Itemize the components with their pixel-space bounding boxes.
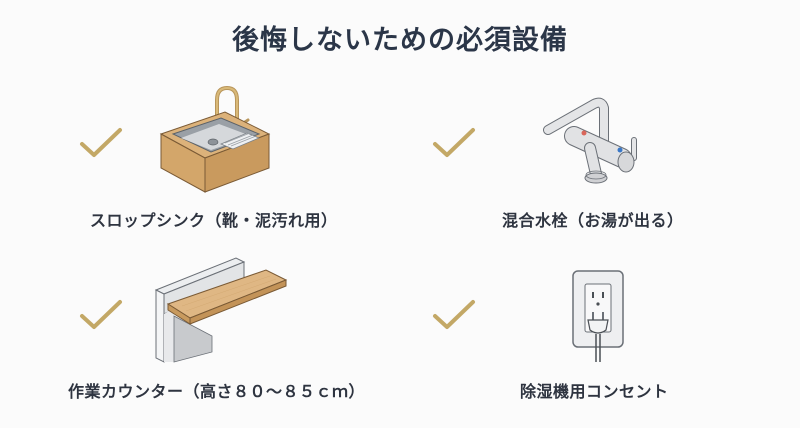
work-counter-icon xyxy=(154,257,288,363)
checkmark-icon xyxy=(433,128,475,157)
power-outlet-icon xyxy=(572,270,624,362)
checkmark-icon xyxy=(80,300,122,329)
mixer-faucet-icon xyxy=(543,97,637,184)
slop-sink-icon xyxy=(159,85,271,193)
checkmark-icon xyxy=(80,128,122,157)
page-title: 後悔しないための必須設備 xyxy=(232,25,568,56)
checkmark-icon xyxy=(433,300,475,329)
item-label: 作業カウンター（高さ８０～８５ｃｍ） xyxy=(68,382,366,401)
item-label: スロップシンク（靴・泥汚れ用） xyxy=(90,211,338,230)
item-label: 除湿機用コンセント xyxy=(520,382,669,401)
item-label: 混合水栓（お湯が出る） xyxy=(502,211,684,230)
